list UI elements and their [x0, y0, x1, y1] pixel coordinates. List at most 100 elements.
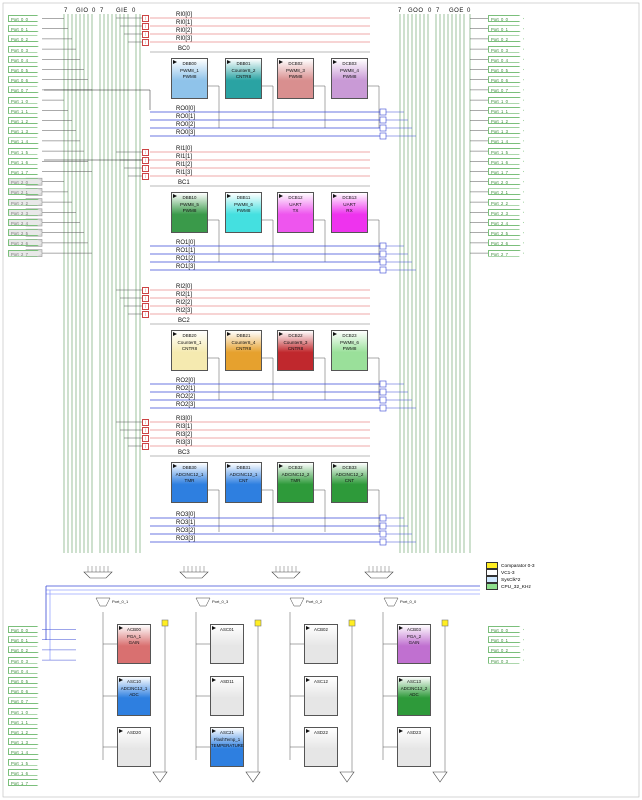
analog-output-buffer-icon[interactable]	[432, 771, 448, 783]
port-pin-right[interactable]: Port_1_2	[488, 117, 524, 124]
analog-block[interactable]: ASD23	[397, 727, 431, 767]
port-pin-right[interactable]: Port_1_6	[488, 157, 524, 165]
analog-port-pin-left[interactable]: Port_1_1	[8, 717, 42, 725]
row-input-mux-icon[interactable]: |	[142, 443, 149, 450]
analog-input-mux-icon[interactable]	[179, 571, 209, 579]
port-pin-left[interactable]: Port_2_7	[8, 249, 42, 257]
analog-port-pin-left[interactable]: Port_1_3	[8, 738, 42, 746]
port-pin-left[interactable]: Port_1_5	[8, 147, 42, 155]
analog-port-pin-left[interactable]: Port_1_5	[8, 758, 42, 766]
analog-port-pin-right[interactable]: Port_0_2	[488, 646, 524, 654]
port-pin-left[interactable]: Port_2_2	[8, 198, 42, 206]
row-input-mux-icon[interactable]: |	[142, 311, 149, 318]
analog-port-pin-left[interactable]: Port_0_4	[8, 666, 42, 674]
analog-block[interactable]: ASC01	[210, 624, 244, 664]
port-pin-right[interactable]: Port_0_7	[488, 86, 524, 94]
analog-port-pin-left[interactable]: Port_1_7	[8, 779, 42, 786]
port-pin-left[interactable]: Port_2_1	[8, 188, 42, 196]
row-input-mux-icon[interactable]: |	[142, 295, 149, 302]
column-mux-icon[interactable]	[195, 597, 211, 607]
port-pin-right[interactable]: Port_2_3	[488, 208, 524, 216]
port-pin-left[interactable]: Port_0_7	[8, 86, 42, 94]
analog-output-buffer-icon[interactable]	[245, 771, 261, 783]
analog-port-pin-left[interactable]: Port_0_3	[8, 656, 42, 664]
port-pin-right[interactable]: Port_1_7	[488, 168, 524, 175]
column-mux-icon[interactable]	[95, 597, 111, 607]
analog-port-pin-left[interactable]: Port_1_2	[8, 728, 42, 735]
port-pin-left[interactable]: Port_1_7	[8, 168, 42, 175]
port-pin-left[interactable]: Port_0_6	[8, 76, 42, 84]
analog-port-pin-left[interactable]: Port_1_4	[8, 748, 42, 756]
port-pin-right[interactable]: Port_2_1	[488, 188, 524, 196]
port-pin-left[interactable]: Port_2_6	[8, 239, 42, 247]
port-pin-left[interactable]: Port_1_4	[8, 137, 42, 145]
port-pin-left[interactable]: Port_0_0	[8, 15, 42, 22]
port-pin-left[interactable]: Port_1_3	[8, 127, 42, 135]
port-pin-right[interactable]: Port_0_6	[488, 76, 524, 84]
analog-block[interactable]: ACB02	[304, 624, 338, 664]
analog-block[interactable]: ASD11	[210, 676, 244, 716]
port-pin-right[interactable]: Port_0_5	[488, 66, 524, 73]
port-pin-right[interactable]: Port_2_4	[488, 219, 524, 226]
port-pin-right[interactable]: Port_1_3	[488, 127, 524, 135]
row-input-mux-icon[interactable]: |	[142, 419, 149, 426]
analog-port-pin-left[interactable]: Port_0_0	[8, 626, 42, 633]
analog-port-pin-left[interactable]: Port_0_5	[8, 677, 42, 684]
analog-input-mux-icon[interactable]	[364, 571, 394, 579]
analog-port-pin-right[interactable]: Port_0_3	[488, 656, 524, 664]
port-pin-right[interactable]: Port_0_0	[488, 15, 524, 22]
row-input-mux-icon[interactable]: |	[142, 173, 149, 180]
port-pin-right[interactable]: Port_1_5	[488, 147, 524, 155]
analog-input-mux-icon[interactable]	[83, 571, 113, 579]
analog-port-pin-left[interactable]: Port_0_1	[8, 636, 42, 644]
port-pin-left[interactable]: Port_1_0	[8, 96, 42, 104]
analog-port-pin-left[interactable]: Port_1_0	[8, 707, 42, 715]
port-pin-left[interactable]: Port_0_5	[8, 66, 42, 73]
port-pin-right[interactable]: Port_0_1	[488, 25, 524, 33]
port-pin-right[interactable]: Port_1_4	[488, 137, 524, 145]
row-input-mux-icon[interactable]: |	[142, 435, 149, 442]
port-pin-left[interactable]: Port_1_1	[8, 106, 42, 114]
column-mux-icon[interactable]	[383, 597, 399, 607]
analog-port-pin-right[interactable]: Port_0_0	[488, 626, 524, 633]
row-input-mux-icon[interactable]: |	[142, 31, 149, 38]
row-input-mux-icon[interactable]: |	[142, 427, 149, 434]
port-pin-right[interactable]: Port_0_2	[488, 35, 524, 43]
port-pin-left[interactable]: Port_2_4	[8, 219, 42, 226]
port-pin-right[interactable]: Port_0_4	[488, 55, 524, 63]
port-pin-right[interactable]: Port_0_3	[488, 45, 524, 53]
port-pin-right[interactable]: Port_2_7	[488, 249, 524, 257]
port-pin-right[interactable]: Port_2_5	[488, 229, 524, 237]
row-input-mux-icon[interactable]: |	[142, 149, 149, 156]
analog-block[interactable]: ASC12	[304, 676, 338, 716]
analog-output-buffer-icon[interactable]	[339, 771, 355, 783]
row-input-mux-icon[interactable]: |	[142, 287, 149, 294]
analog-output-buffer-icon[interactable]	[152, 771, 168, 783]
analog-block[interactable]: ASD22	[304, 727, 338, 767]
port-pin-right[interactable]: Port_2_6	[488, 239, 524, 247]
port-pin-left[interactable]: Port_2_0	[8, 178, 42, 186]
port-pin-right[interactable]: Port_1_0	[488, 96, 524, 104]
port-pin-right[interactable]: Port_1_1	[488, 106, 524, 114]
row-input-mux-icon[interactable]: |	[142, 303, 149, 310]
row-input-mux-icon[interactable]: |	[142, 23, 149, 30]
port-pin-left[interactable]: Port_1_2	[8, 117, 42, 124]
